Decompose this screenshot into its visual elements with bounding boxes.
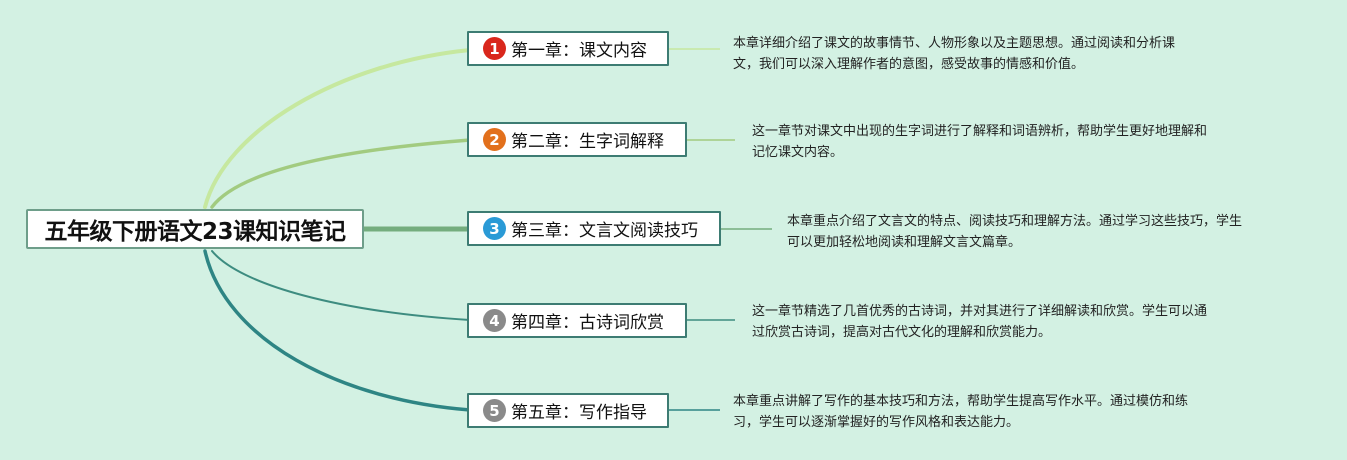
chapter-node-5[interactable]: 5 第五章：写作指导 [467, 393, 669, 428]
description-line: 本章重点介绍了文言文的特点、阅读技巧和理解方法。通过学习这些技巧，学生 [787, 214, 1243, 229]
chapter-title: 第一章：课文内容 [511, 41, 647, 61]
description-line: 这一章节精选了几首优秀的古诗词，并对其进行了详细解读和欣赏。学生可以通 [752, 304, 1208, 319]
number-badge-icon: 3 [483, 217, 506, 240]
chapter-node-3[interactable]: 3 第三章：文言文阅读技巧 [467, 211, 721, 246]
description-line: 习，学生可以逐渐掌握好的写作风格和表达能力。 [733, 415, 1020, 430]
chapter-node-1[interactable]: 1 第一章：课文内容 [467, 31, 669, 66]
branch-connector-1 [203, 48, 472, 209]
chapter-description-4: 这一章节精选了几首优秀的古诗词，并对其进行了详细解读和欣赏。学生可以通 过欣赏古… [752, 301, 1207, 343]
chapter-title: 第五章：写作指导 [511, 403, 647, 423]
description-line: 文，我们可以深入理解作者的意图，感受故事的情感和价值。 [733, 57, 1085, 72]
chapter-description-3: 本章重点介绍了文言文的特点、阅读技巧和理解方法。通过学习这些技巧，学生 可以更加… [787, 211, 1242, 253]
number-badge-icon: 1 [483, 37, 506, 60]
description-line: 记忆课文内容。 [752, 145, 844, 160]
description-line: 过欣赏古诗词，提高对古代文化的理解和欣赏能力。 [752, 325, 1052, 340]
root-topic-title: 五年级下册语文23课知识笔记 [44, 219, 346, 245]
description-line: 可以更加轻松地阅读和理解文言文篇章。 [787, 235, 1022, 250]
branch-connector-2 [210, 138, 472, 209]
number-badge-icon: 5 [483, 399, 506, 422]
chapter-description-5: 本章重点讲解了写作的基本技巧和方法，帮助学生提高写作水平。通过模仿和练 习，学生… [733, 391, 1188, 433]
chapter-title: 第二章：生字词解释 [511, 132, 664, 152]
chapter-description-1: 本章详细介绍了课文的故事情节、人物形象以及主题思想。通过阅读和分析课 文，我们可… [733, 33, 1175, 75]
branch-connector-5 [203, 249, 472, 412]
chapter-node-2[interactable]: 2 第二章：生字词解释 [467, 122, 687, 157]
chapter-description-2: 这一章节对课文中出现的生字词进行了解释和词语辨析，帮助学生更好地理解和 记忆课文… [752, 121, 1207, 163]
number-badge-icon: 2 [483, 128, 506, 151]
branch-connector-4 [211, 250, 471, 321]
description-line: 这一章节对课文中出现的生字词进行了解释和词语辨析，帮助学生更好地理解和 [752, 124, 1208, 139]
description-line: 本章详细介绍了课文的故事情节、人物形象以及主题思想。通过阅读和分析课 [733, 36, 1176, 51]
chapter-node-4[interactable]: 4 第四章：古诗词欣赏 [467, 303, 687, 338]
description-line: 本章重点讲解了写作的基本技巧和方法，帮助学生提高写作水平。通过模仿和练 [733, 394, 1189, 409]
number-badge-icon: 4 [483, 309, 506, 332]
root-topic[interactable]: 五年级下册语文23课知识笔记 [26, 209, 364, 249]
chapter-title: 第三章：文言文阅读技巧 [511, 221, 698, 241]
chapter-title: 第四章：古诗词欣赏 [511, 313, 664, 333]
